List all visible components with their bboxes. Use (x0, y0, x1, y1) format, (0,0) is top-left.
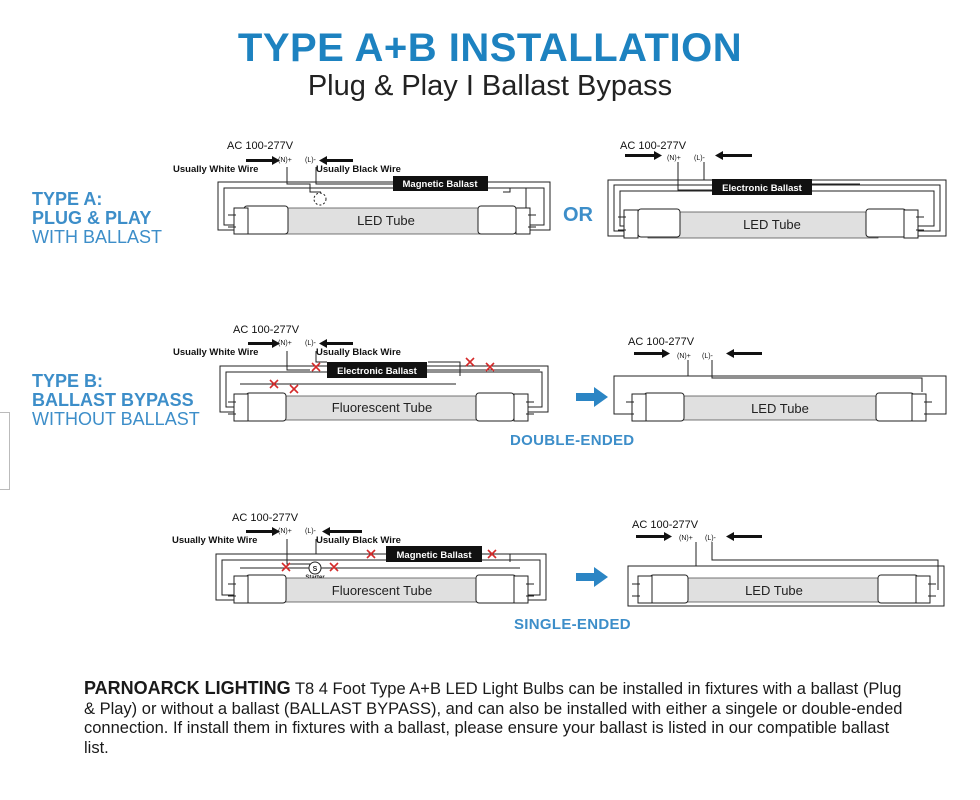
black-wire-label: Usually Black Wire (316, 164, 401, 175)
white-wire-label: Usually White Wire (173, 164, 258, 175)
footer-text: T8 4 Foot Type A+B LED Light Bulbs can b… (84, 680, 903, 757)
arrow-right-icon (576, 567, 608, 587)
white-wire-label: Usually White Wire (173, 347, 258, 358)
ac-source: AC 100-277V (N)+ (L)- (628, 336, 762, 360)
type-b-line3: WITHOUT BALLAST (32, 409, 200, 429)
neutral-label: (N)+ (278, 340, 292, 347)
line-arrow (726, 349, 762, 358)
ac-source: AC 100-277V (N)+ (L)- Usually White Wire… (173, 140, 401, 175)
brand-name: PARNOARCK LIGHTING (84, 678, 291, 698)
ballast-label: Electronic Ballast (722, 183, 803, 194)
tube-label: LED Tube (751, 401, 809, 416)
fluorescent-tube: Fluorescent Tube (228, 574, 534, 604)
ac-voltage-label: AC 100-277V (227, 140, 294, 152)
line-label: (L)- (305, 340, 317, 347)
neutral-label: (N)+ (667, 155, 681, 162)
arrow-right-icon (576, 387, 608, 407)
diagram-b2-double-ended: AC 100-277V (N)+ (L)- LED Tube (613, 336, 947, 422)
led-tube: LED Tube (618, 208, 924, 239)
tube-label: LED Tube (357, 213, 415, 228)
neutral-arrow (636, 532, 672, 541)
neutral-arrow (625, 151, 662, 160)
ac-voltage-label: AC 100-277V (632, 519, 699, 531)
page-title: TYPE A+B INSTALLATION (237, 26, 743, 70)
type-a-label: TYPE A: PLUG & PLAY WITH BALLAST (32, 190, 162, 247)
neutral-label: (N)+ (278, 528, 292, 535)
ac-voltage-label: AC 100-277V (232, 512, 299, 524)
neutral-arrow (248, 339, 280, 348)
bypass-crosses (269, 357, 495, 394)
bypass-crosses (281, 549, 497, 572)
type-b-label: TYPE B: BALLAST BYPASS WITHOUT BALLAST (32, 372, 200, 429)
line-label: (L)- (702, 353, 714, 360)
neutral-label: (N)+ (278, 157, 292, 164)
magnetic-ballast-box (393, 176, 488, 191)
neutral-label: (N)+ (677, 353, 691, 360)
electronic-ballast-box (327, 362, 427, 378)
ballast-label: Magnetic Ballast (403, 179, 479, 190)
ballast-label: Electronic Ballast (337, 366, 418, 377)
line-label: (L)- (705, 535, 717, 542)
line-label: (L)- (305, 528, 317, 535)
tube-label: LED Tube (743, 217, 801, 232)
electronic-ballast-box (712, 179, 812, 195)
double-ended-caption: DOUBLE-ENDED (510, 432, 635, 449)
diagram-b3-magnetic-bypass: S Starter AC 100-277V (N)+ (L)- Usually … (172, 512, 547, 604)
or-label: OR (563, 204, 593, 226)
diagram-a2-electronic-ballast: AC 100-277V (N)+ (L)- Electronic Ballast… (607, 140, 947, 239)
starter-icon (308, 561, 322, 575)
ac-voltage-label: AC 100-277V (620, 140, 687, 152)
white-wire-label: Usually White Wire (172, 535, 257, 546)
ac-source: AC 100-277V (N)+ (L)- Usually White Wire… (173, 324, 401, 358)
ballast-label: Magnetic Ballast (397, 550, 473, 561)
diagram-a1-magnetic-ballast: AC 100-277V (N)+ (L)- Usually White Wire… (173, 140, 551, 235)
tube-label: LED Tube (745, 583, 803, 598)
neutral-label: (N)+ (679, 535, 693, 542)
neutral-arrow (246, 527, 280, 536)
diagram-b4-single-ended: AC 100-277V (N)+ (L)- LED Tube (627, 519, 945, 607)
ac-voltage-label: AC 100-277V (233, 324, 300, 336)
starter-mark: S (313, 566, 318, 573)
ac-source: AC 100-277V (N)+ (L)- Usually White Wire… (172, 512, 401, 546)
edge-divider (0, 412, 10, 490)
led-tube: LED Tube (626, 392, 932, 422)
fluorescent-tube: Fluorescent Tube (228, 392, 534, 422)
line-arrow (726, 532, 762, 541)
line-arrow (319, 156, 353, 165)
type-a-line1: TYPE A: (32, 189, 103, 209)
type-a-line2: PLUG & PLAY (32, 208, 152, 228)
line-arrow (322, 527, 362, 536)
line-label: (L)- (305, 157, 317, 164)
diagram-b1-electronic-bypass: AC 100-277V (N)+ (L)- Usually White Wire… (173, 324, 549, 422)
neutral-arrow (246, 156, 280, 165)
black-wire-label: Usually Black Wire (316, 347, 401, 358)
tube-label: Fluorescent Tube (332, 583, 432, 598)
page-subtitle: Plug & Play I Ballast Bypass (307, 70, 673, 102)
black-wire-label: Usually Black Wire (316, 535, 401, 546)
ac-source: AC 100-277V (N)+ (L)- (620, 140, 752, 162)
line-arrow (319, 339, 353, 348)
ac-source: AC 100-277V (N)+ (L)- (632, 519, 762, 542)
type-b-line1: TYPE B: (32, 371, 104, 391)
tube-label: Fluorescent Tube (332, 400, 432, 415)
type-a-line3: WITH BALLAST (32, 227, 163, 247)
type-b-line2: BALLAST BYPASS (32, 390, 194, 410)
led-tube: LED Tube (228, 205, 536, 235)
ac-voltage-label: AC 100-277V (628, 336, 695, 348)
neutral-arrow (634, 349, 670, 358)
single-ended-caption: SINGLE-ENDED (514, 616, 631, 633)
line-arrow (715, 151, 752, 160)
magnetic-ballast-box (386, 546, 482, 562)
footer-description: PARNOARCK LIGHTING T8 4 Foot Type A+B LE… (84, 678, 914, 758)
line-label: (L)- (694, 155, 706, 162)
led-tube: LED Tube (632, 574, 936, 604)
